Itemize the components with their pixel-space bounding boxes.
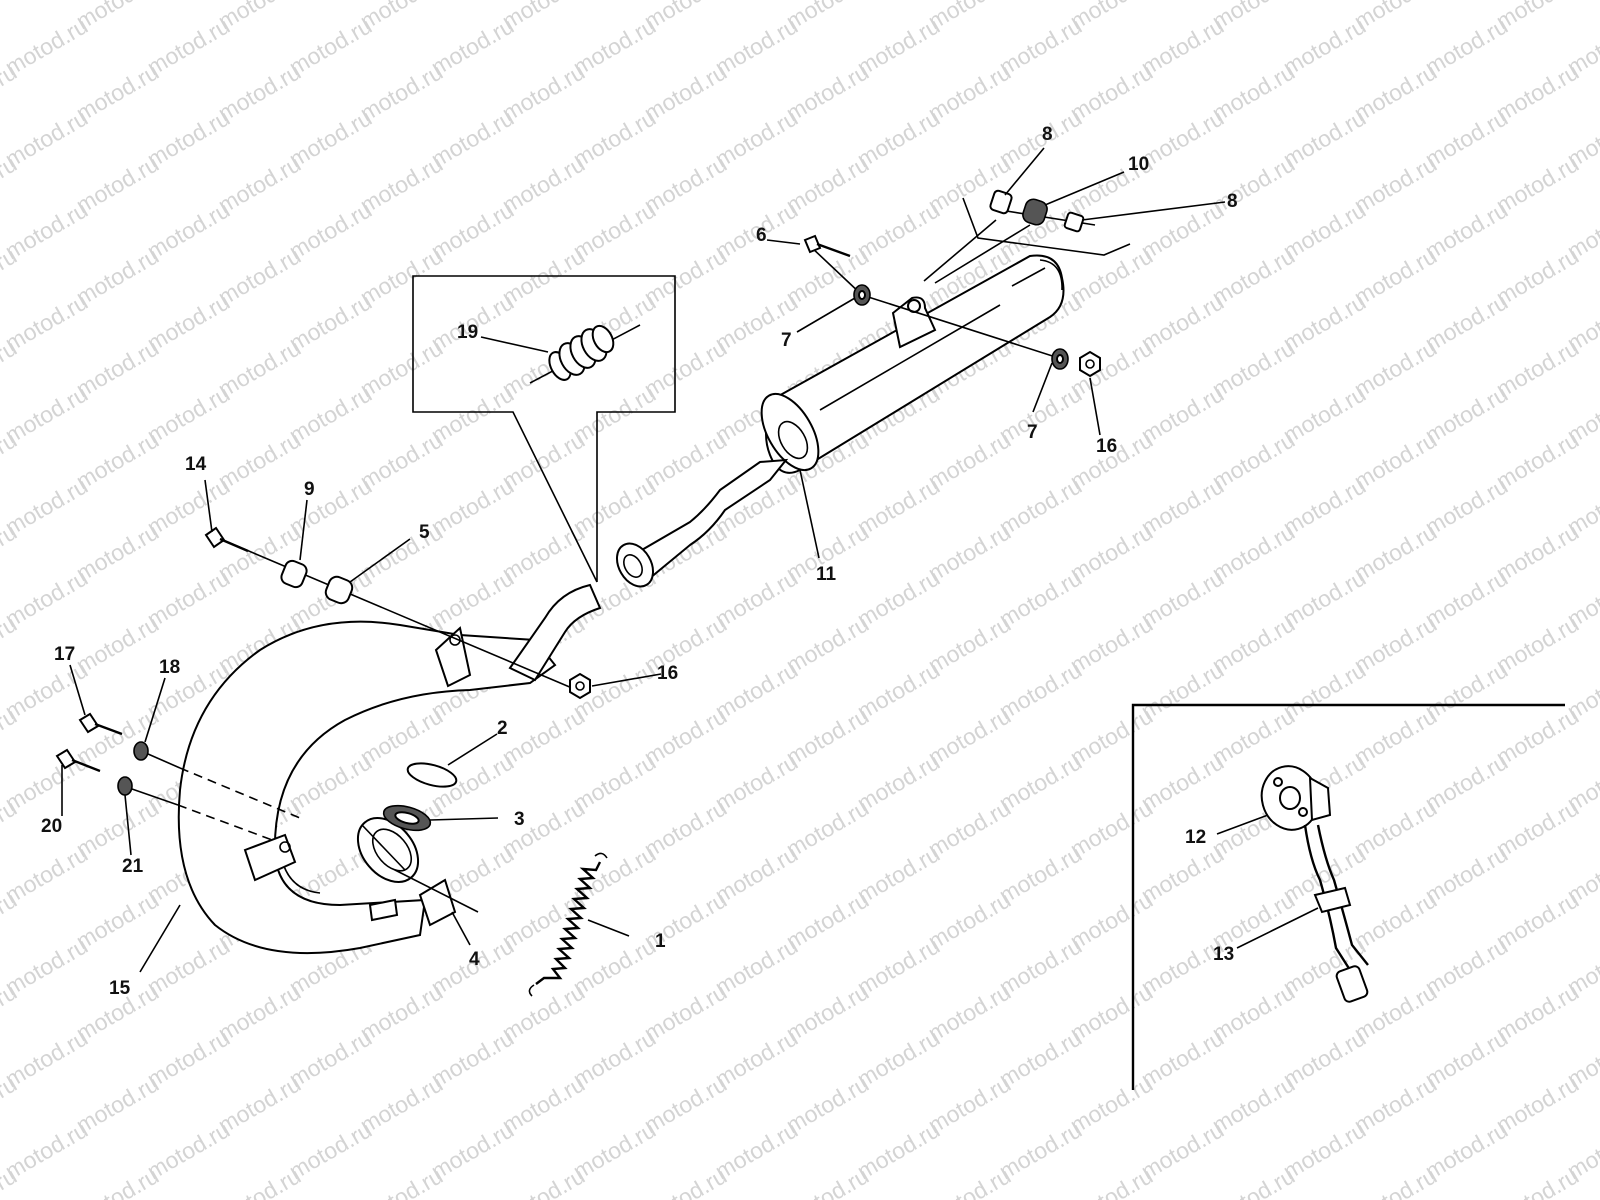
part-12-sensor-flange — [1260, 765, 1332, 831]
parts-17-18-bolt-washer — [78, 712, 301, 819]
part-14-bolt — [204, 526, 249, 553]
mount-axis-front — [217, 537, 573, 689]
parts-20-21-bolt-washer — [55, 748, 276, 842]
callout-16-upper: 16 — [1096, 436, 1117, 457]
mount-axis-line — [861, 294, 1066, 361]
callout-8-upper: 8 — [1042, 124, 1053, 145]
part-15-header-pipe — [177, 583, 602, 955]
callout-17: 17 — [54, 644, 75, 665]
callout-5: 5 — [419, 522, 430, 543]
part-4-bracket — [418, 878, 457, 927]
callout-3: 3 — [514, 809, 525, 830]
part-9-bushing — [280, 559, 308, 589]
part-6-bolt — [803, 234, 851, 258]
part-11-silencer — [615, 254, 1065, 588]
callout-10: 10 — [1128, 154, 1149, 175]
callout-7-right: 7 — [1027, 422, 1038, 443]
callout-14: 14 — [185, 454, 207, 475]
callout-labels: 1 2 3 4 5 6 7 7 8 8 9 10 11 12 13 14 15 … — [41, 124, 1238, 999]
callout-12: 12 — [1185, 827, 1206, 848]
callout-18: 18 — [159, 657, 180, 678]
callout-7-left: 7 — [781, 330, 792, 351]
callout-20: 20 — [41, 816, 62, 837]
callout-2: 2 — [497, 718, 508, 739]
callout-8-right: 8 — [1227, 191, 1238, 212]
part-13-sensor-cable — [1303, 824, 1369, 1003]
callout-21: 21 — [122, 856, 144, 877]
hardware-group-8-10-8 — [923, 189, 1131, 284]
callout-1: 1 — [655, 931, 666, 952]
part-1-spring — [528, 852, 608, 997]
part-2-gasket — [406, 762, 458, 788]
callout-4: 4 — [469, 949, 480, 970]
callout-6: 6 — [756, 225, 767, 246]
callout-15: 15 — [109, 978, 131, 999]
callout-9: 9 — [304, 479, 315, 500]
leader-lines — [61, 147, 1319, 973]
inset-frame-12-13 — [1131, 703, 1565, 1090]
callout-13: 13 — [1213, 944, 1234, 965]
callout-16-lower: 16 — [657, 663, 678, 684]
part-19-spring — [529, 324, 641, 384]
part-5-bushing — [324, 575, 354, 605]
part-16-nut-upper — [1079, 350, 1101, 378]
callout-11: 11 — [816, 564, 837, 585]
inset-frame-19 — [412, 275, 676, 583]
part-16-nut-lower — [569, 672, 591, 700]
bolt-axis-line — [809, 245, 863, 296]
callout-19: 19 — [457, 322, 478, 343]
